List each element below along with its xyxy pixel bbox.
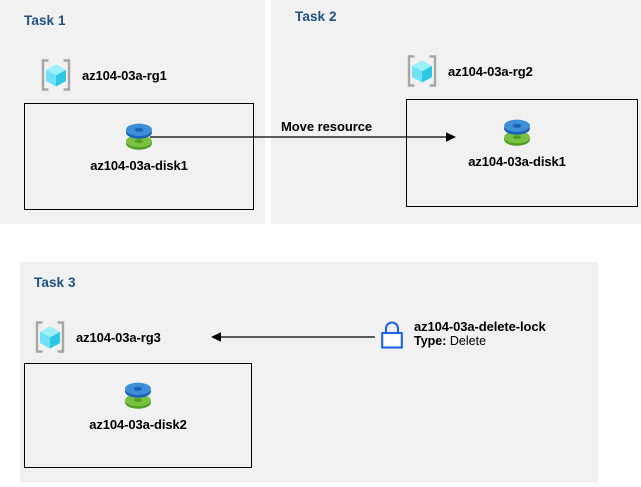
- disk-node-3: az104-03a-disk2: [53, 374, 223, 432]
- resource-group-icon: [404, 53, 440, 89]
- resource-group-node-1: az104-03a-rg1: [38, 57, 167, 93]
- delete-lock-type-key: Type:: [414, 334, 447, 349]
- task-title-3: Task 3: [34, 275, 76, 290]
- resource-group-label-1: az104-03a-rg1: [82, 67, 167, 83]
- delete-lock-type-value: Delete: [449, 334, 487, 349]
- resource-group-label-3: az104-03a-rg3: [76, 329, 161, 345]
- delete-lock-type-row: Type: Delete: [414, 334, 546, 349]
- disk-node-1: az104-03a-disk1: [54, 115, 224, 173]
- resource-group-node-3: az104-03a-rg3: [32, 319, 161, 355]
- delete-lock-text-block: az104-03a-delete-lock Type: Delete: [414, 318, 546, 349]
- resource-group-box-1: [24, 103, 254, 210]
- disk-icon: [54, 115, 224, 155]
- move-resource-arrow: [150, 132, 456, 142]
- disk-icon: [53, 374, 223, 414]
- resource-group-icon: [38, 57, 74, 93]
- disk-node-2: az104-03a-disk1: [432, 111, 602, 169]
- lock-icon: [378, 318, 406, 352]
- resource-group-box-3: [24, 363, 252, 468]
- task-title-2: Task 2: [295, 9, 337, 24]
- delete-lock-node: az104-03a-delete-lock Type: Delete: [378, 318, 546, 352]
- resource-group-box-2: [406, 99, 638, 207]
- disk-label-3: az104-03a-disk2: [89, 417, 187, 432]
- resource-group-icon: [32, 319, 68, 355]
- disk-label-1: az104-03a-disk1: [90, 158, 188, 173]
- disk-icon: [432, 111, 602, 151]
- disk-label-2: az104-03a-disk1: [468, 154, 566, 169]
- resource-group-label-2: az104-03a-rg2: [448, 63, 533, 79]
- delete-lock-arrow: [211, 332, 375, 342]
- delete-lock-label: az104-03a-delete-lock: [414, 319, 546, 334]
- connector-label-move-resource: Move resource: [281, 119, 373, 134]
- resource-group-node-2: az104-03a-rg2: [404, 53, 533, 89]
- task-title-1: Task 1: [24, 13, 66, 28]
